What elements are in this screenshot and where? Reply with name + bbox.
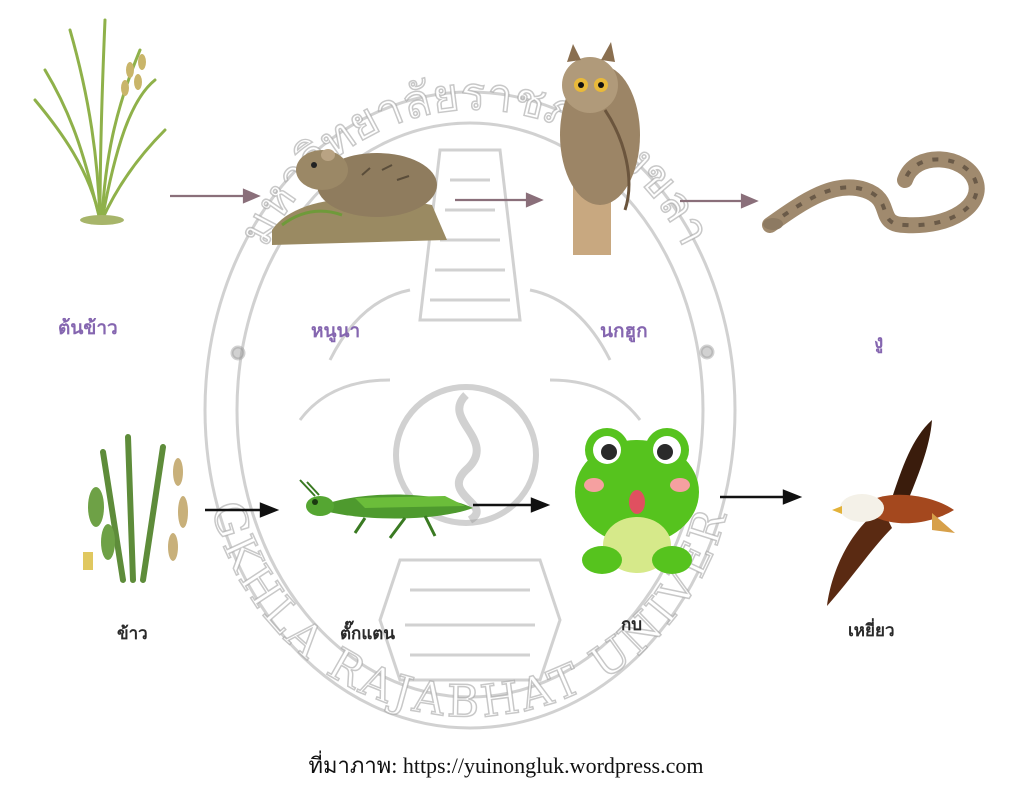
- label-rice-plant: ต้นข้าว: [58, 313, 118, 343]
- caption-url[interactable]: https://yuinongluk.wordpress.com: [403, 753, 704, 778]
- label-owl: นกฮูก: [600, 316, 648, 346]
- hawk-image: [822, 418, 957, 608]
- label-hawk: เหยี่ยว: [848, 617, 894, 644]
- label-frog: กบ: [621, 611, 642, 638]
- caption-prefix: ที่มาภาพ:: [309, 753, 403, 778]
- label-grasshopper: ตั๊กแตน: [340, 620, 395, 647]
- grasshopper-image: [295, 478, 480, 540]
- label-field-rat: หนูนา: [311, 316, 360, 346]
- frog-image: [572, 420, 702, 578]
- image-source-caption: ที่มาภาพ: https://yuinongluk.wordpress.c…: [0, 748, 1012, 783]
- rice-botanical-image: [78, 432, 200, 582]
- label-snake: งู: [874, 327, 883, 357]
- label-rice: ข้าว: [117, 620, 148, 647]
